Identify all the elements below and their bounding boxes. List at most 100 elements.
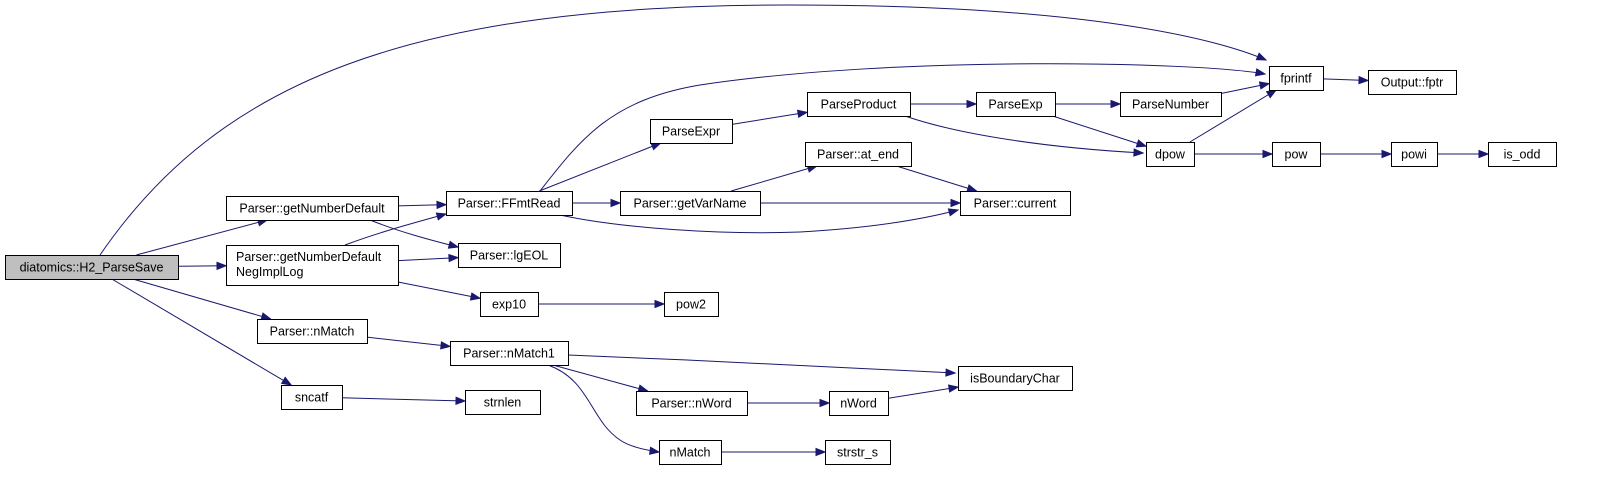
node-label: ParseProduct: [821, 98, 897, 112]
node-label: Parser::lgEOL: [470, 249, 549, 263]
node-nword[interactable]: nWord: [829, 391, 889, 416]
node-parsenumber[interactable]: ParseNumber: [1120, 92, 1222, 117]
node-nmatch[interactable]: nMatch: [659, 440, 722, 465]
edge-arrowhead: [966, 99, 978, 109]
node-box: [825, 440, 891, 465]
node-label: Parser::nMatch: [270, 325, 355, 339]
node-nwordp[interactable]: Parser::nWord: [636, 391, 748, 416]
node-box: [1272, 142, 1321, 167]
node-label: powi: [1401, 148, 1427, 162]
node-label: strstr_s: [837, 446, 878, 460]
node-box: [976, 92, 1056, 117]
node-nmatch1[interactable]: Parser::nMatch1: [450, 341, 569, 366]
edge-nmatch1-to-nmatch: [547, 364, 661, 455]
node-label: dpow: [1155, 148, 1186, 162]
edge-line: [397, 281, 481, 299]
edge-nmatch1-to-isboundary: [567, 354, 957, 377]
node-current[interactable]: Parser::current: [960, 191, 1071, 216]
node-nmatchp[interactable]: Parser::nMatch: [257, 319, 368, 344]
edge-getvarname-to-atend: [731, 164, 819, 192]
edge-line: [539, 63, 1266, 192]
edge-line: [552, 364, 648, 392]
node-powi[interactable]: powi: [1391, 142, 1438, 167]
edge-getnumdef-to-lgeol: [369, 219, 460, 249]
node-box: [664, 292, 719, 317]
node-box: [1391, 142, 1438, 167]
edge-parseproduct-to-parseexp: [910, 99, 978, 109]
edge-h2parsesave-to-sncatf: [111, 278, 293, 386]
node-label: Parser::nWord: [651, 397, 731, 411]
edge-line: [1189, 89, 1277, 143]
edge-nmatch-to-strstr: [721, 447, 827, 457]
node-fprintf[interactable]: fprintf: [1269, 66, 1324, 91]
node-strnlen[interactable]: strnlen: [465, 390, 541, 415]
node-sncatf[interactable]: sncatf: [281, 385, 343, 410]
edge-arrowhead: [1478, 149, 1490, 159]
edge-line: [896, 165, 977, 192]
edge-arrowhead: [1254, 68, 1267, 77]
node-label: sncatf: [295, 391, 329, 405]
node-getvarname[interactable]: Parser::getVarName: [620, 191, 761, 216]
edge-line: [369, 219, 459, 248]
node-label: Parser::getVarName: [633, 197, 746, 211]
call-edges: [99, 4, 1490, 457]
edge-line: [547, 364, 660, 453]
edge-ffmtread-to-current: [559, 208, 960, 234]
edge-line: [111, 278, 292, 386]
edge-arrowhead: [440, 341, 452, 350]
node-dpow[interactable]: dpow: [1146, 142, 1195, 167]
node-box: [659, 440, 722, 465]
node-box: [1146, 142, 1195, 167]
node-box: [450, 341, 569, 366]
edge-line: [136, 219, 268, 256]
node-label: Parser::current: [974, 197, 1057, 211]
node-box: [636, 391, 748, 416]
node-parseproduct[interactable]: ParseProduct: [807, 92, 911, 117]
node-label: is_odd: [1504, 148, 1541, 162]
node-pow2[interactable]: pow2: [664, 292, 719, 317]
edge-sncatf-to-strnlen: [341, 396, 467, 405]
edge-line: [887, 386, 959, 399]
edge-arrowhead: [1262, 149, 1274, 159]
node-box: [620, 191, 761, 216]
node-outputfptr[interactable]: Output::fptr: [1368, 70, 1457, 95]
node-ffmtread[interactable]: Parser::FFmtRead: [446, 191, 573, 216]
edge-line: [731, 165, 817, 192]
node-atend[interactable]: Parser::at_end: [805, 142, 912, 167]
node-box: [805, 142, 912, 167]
edge-h2parsesave-to-getnumdefneg: [177, 261, 228, 271]
node-label: nWord: [840, 397, 877, 411]
edge-fprintf-to-outputfptr: [1322, 75, 1370, 85]
node-box: [960, 191, 1071, 216]
node-lgeol[interactable]: Parser::lgEOL: [458, 243, 561, 268]
edge-arrowhead: [1133, 148, 1145, 157]
node-label: ParseExpr: [662, 125, 720, 139]
node-parseexpr[interactable]: ParseExpr: [650, 119, 733, 144]
node-getnumdef[interactable]: Parser::getNumberDefault: [226, 196, 399, 221]
node-strstr[interactable]: strstr_s: [825, 440, 891, 465]
node-isodd[interactable]: is_odd: [1488, 142, 1557, 167]
node-pow[interactable]: pow: [1272, 142, 1321, 167]
node-label: Output::fptr: [1381, 76, 1444, 90]
node-h2parsesave[interactable]: diatomics::H2_ParseSave: [5, 255, 179, 280]
edge-line: [132, 278, 271, 320]
node-box: [829, 391, 889, 416]
edge-arrowhead: [1265, 89, 1278, 99]
edge-line: [539, 142, 661, 192]
node-box: [480, 292, 539, 317]
edge-arrowhead: [947, 208, 960, 217]
node-exp10[interactable]: exp10: [480, 292, 539, 317]
edge-arrowhead: [1358, 75, 1370, 85]
node-box: [281, 385, 343, 410]
node-parseexp[interactable]: ParseExp: [976, 92, 1056, 117]
node-isboundary[interactable]: isBoundaryChar: [958, 366, 1073, 391]
node-box: [1368, 70, 1457, 95]
edge-arrowhead: [819, 398, 831, 408]
edge-arrowhead: [280, 376, 293, 386]
edge-arrowhead: [469, 292, 482, 301]
edge-arrowhead: [448, 253, 460, 263]
edge-arrowhead: [796, 109, 809, 118]
edge-parsenumber-to-fprintf: [1220, 81, 1271, 95]
